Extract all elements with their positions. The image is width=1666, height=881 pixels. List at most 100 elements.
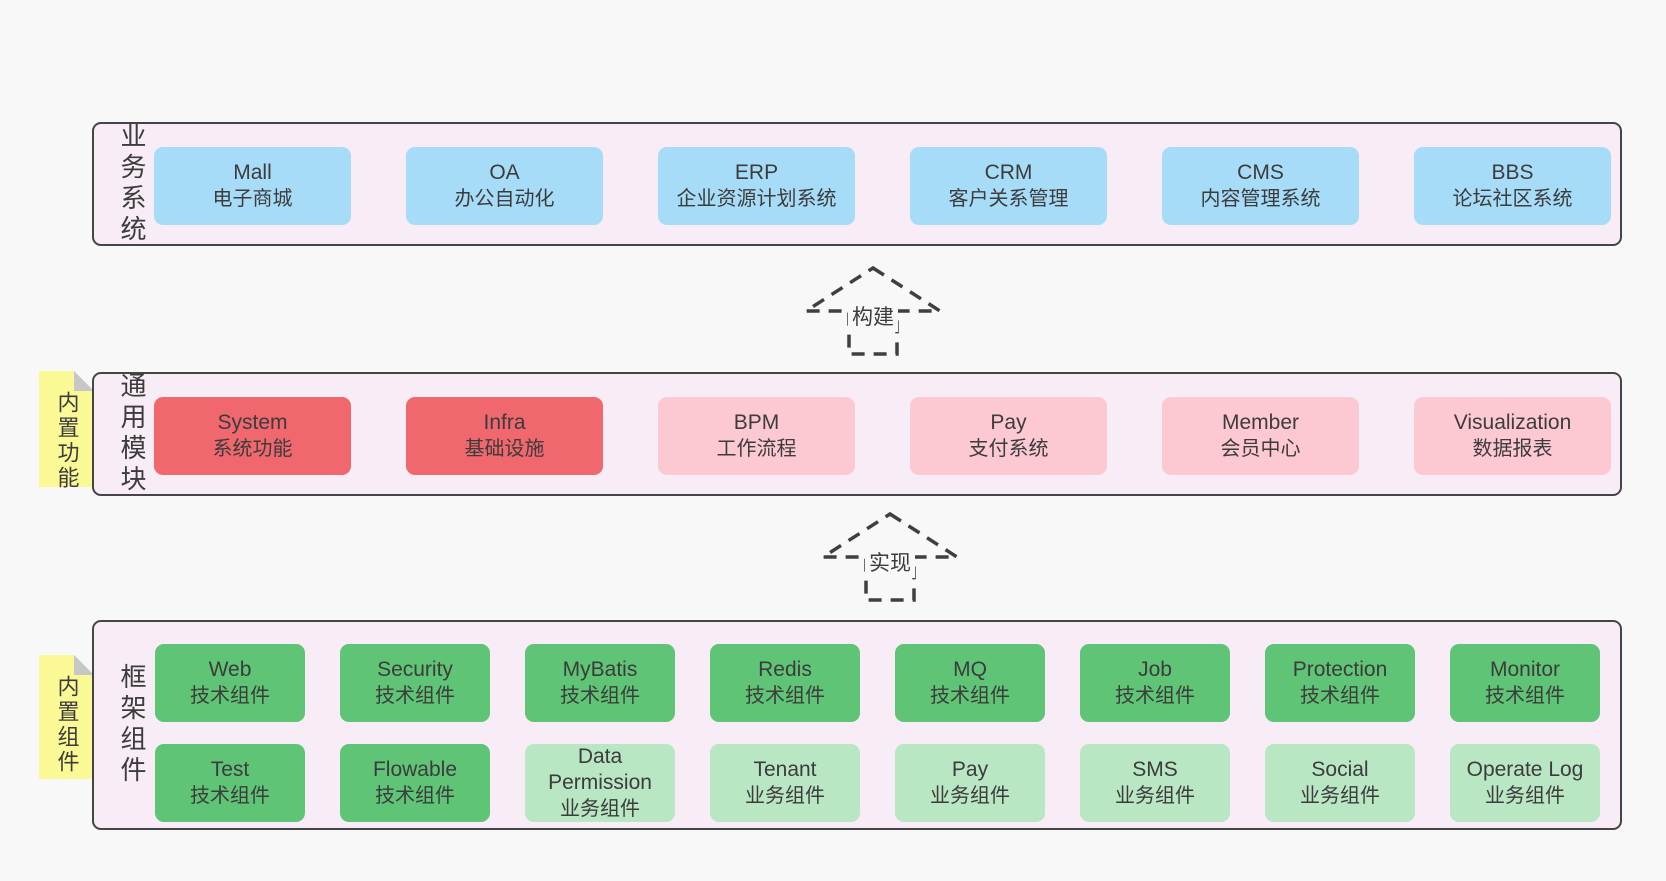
card-crm-desc: 客户关系管理 xyxy=(948,188,1069,210)
card-system-name: System xyxy=(217,411,288,434)
card-data-permission: Data Permission 业务组件 xyxy=(525,744,675,822)
card-test-desc: 技术组件 xyxy=(190,785,270,807)
card-mq-desc: 技术组件 xyxy=(930,685,1010,707)
card-redis-desc: 技术组件 xyxy=(745,685,825,707)
card-redis: Redis 技术组件 xyxy=(710,644,860,722)
card-security-name: Security xyxy=(377,658,453,681)
card-flowable-name: Flowable xyxy=(372,758,458,781)
card-infra-name: Infra xyxy=(483,411,526,434)
card-data-permission-desc: 业务组件 xyxy=(560,798,640,820)
card-bpm-name: BPM xyxy=(733,411,780,434)
arrow-implement: 实现 xyxy=(820,510,960,604)
card-tenant: Tenant 业务组件 xyxy=(710,744,860,822)
card-operate-log-desc: 业务组件 xyxy=(1485,785,1565,807)
card-tenant-name: Tenant xyxy=(753,758,817,781)
card-erp-desc: 企业资源计划系统 xyxy=(676,188,837,210)
card-protection-name: Protection xyxy=(1292,658,1388,681)
card-pay-business-desc: 业务组件 xyxy=(930,785,1010,807)
card-monitor: Monitor 技术组件 xyxy=(1450,644,1600,722)
sticky-tab-built-in-functions-label: 内置功能 xyxy=(54,391,80,491)
card-social: Social 业务组件 xyxy=(1265,744,1415,822)
card-mybatis-desc: 技术组件 xyxy=(560,685,640,707)
card-security: Security 技术组件 xyxy=(340,644,490,722)
card-member: Member 会员中心 xyxy=(1162,397,1359,475)
card-pay: Pay 支付系统 xyxy=(910,397,1107,475)
arrow-build: 构建 xyxy=(803,264,943,358)
card-monitor-name: Monitor xyxy=(1489,658,1561,681)
card-job: Job 技术组件 xyxy=(1080,644,1230,722)
card-social-name: Social xyxy=(1311,758,1369,781)
card-test-name: Test xyxy=(210,758,250,781)
card-bpm-desc: 工作流程 xyxy=(716,438,797,460)
up-arrow-dashed-icon xyxy=(803,265,943,356)
card-flowable-desc: 技术组件 xyxy=(375,785,455,807)
card-visualization-desc: 数据报表 xyxy=(1472,438,1553,460)
arrow-build-label: 构建 xyxy=(848,300,898,332)
card-monitor-desc: 技术组件 xyxy=(1485,685,1565,707)
card-member-name: Member xyxy=(1221,411,1300,434)
card-test: Test 技术组件 xyxy=(155,744,305,822)
card-operate-log: Operate Log 业务组件 xyxy=(1450,744,1600,822)
card-visualization: Visualization 数据报表 xyxy=(1414,397,1611,475)
card-protection: Protection 技术组件 xyxy=(1265,644,1415,722)
card-crm: CRM 客户关系管理 xyxy=(910,147,1107,225)
panel-business-side-label: 业务系统 xyxy=(117,122,147,246)
card-infra-desc: 基础设施 xyxy=(464,438,545,460)
panel-common-modules: 通用模块 System 系统功能 Infra 基础设施 BPM 工作流程 Pay… xyxy=(92,372,1622,496)
card-oa: OA 办公自动化 xyxy=(406,147,603,225)
card-oa-name: OA xyxy=(489,161,520,184)
card-cms: CMS 内容管理系统 xyxy=(1162,147,1359,225)
card-system: System 系统功能 xyxy=(154,397,351,475)
card-mq-name: MQ xyxy=(953,658,987,681)
card-visualization-name: Visualization xyxy=(1453,411,1572,434)
card-erp-name: ERP xyxy=(734,161,779,184)
card-pay-desc: 支付系统 xyxy=(968,438,1049,460)
card-operate-log-name: Operate Log xyxy=(1466,758,1584,781)
card-erp: ERP 企业资源计划系统 xyxy=(658,147,855,225)
card-bbs: BBS 论坛社区系统 xyxy=(1414,147,1611,225)
card-protection-desc: 技术组件 xyxy=(1300,685,1380,707)
card-pay-name: Pay xyxy=(990,411,1027,434)
panel-framework-components: 框架组件 Web 技术组件 Security 技术组件 MyBatis 技术组件… xyxy=(92,620,1622,830)
card-cms-desc: 内容管理系统 xyxy=(1200,188,1321,210)
card-redis-name: Redis xyxy=(758,658,812,681)
card-mall-desc: 电子商城 xyxy=(212,188,293,210)
card-data-permission-name: Data Permission xyxy=(548,745,652,794)
card-system-desc: 系统功能 xyxy=(212,438,293,460)
card-job-desc: 技术组件 xyxy=(1115,685,1195,707)
card-job-name: Job xyxy=(1138,658,1172,681)
card-pay-business-name: Pay xyxy=(951,758,989,781)
card-web-name: Web xyxy=(208,658,252,681)
card-web: Web 技术组件 xyxy=(155,644,305,722)
card-bbs-desc: 论坛社区系统 xyxy=(1452,188,1573,210)
card-flowable: Flowable 技术组件 xyxy=(340,744,490,822)
card-bpm: BPM 工作流程 xyxy=(658,397,855,475)
panel-modules-side-label: 通用模块 xyxy=(117,372,147,496)
panel-framework-side-label: 框架组件 xyxy=(117,663,147,787)
card-mybatis: MyBatis 技术组件 xyxy=(525,644,675,722)
sticky-tab-built-in-components: 内置组件 xyxy=(39,655,94,779)
card-security-desc: 技术组件 xyxy=(375,685,455,707)
card-web-desc: 技术组件 xyxy=(190,685,270,707)
card-oa-desc: 办公自动化 xyxy=(454,188,555,210)
card-member-desc: 会员中心 xyxy=(1220,438,1301,460)
card-mybatis-name: MyBatis xyxy=(562,658,638,681)
card-mq: MQ 技术组件 xyxy=(895,644,1045,722)
card-social-desc: 业务组件 xyxy=(1300,785,1380,807)
card-sms: SMS 业务组件 xyxy=(1080,744,1230,822)
card-pay-business: Pay 业务组件 xyxy=(895,744,1045,822)
card-tenant-desc: 业务组件 xyxy=(745,785,825,807)
card-sms-desc: 业务组件 xyxy=(1115,785,1195,807)
card-mall: Mall 电子商城 xyxy=(154,147,351,225)
arrow-implement-label: 实现 xyxy=(865,546,915,578)
card-bbs-name: BBS xyxy=(1491,161,1534,184)
sticky-tab-built-in-components-label: 内置组件 xyxy=(54,675,80,775)
card-mall-name: Mall xyxy=(233,161,272,184)
card-crm-name: CRM xyxy=(984,161,1033,184)
up-arrow-dashed-icon xyxy=(820,511,960,602)
card-sms-name: SMS xyxy=(1132,758,1178,781)
panel-business-systems: 业务系统 Mall 电子商城 OA 办公自动化 ERP 企业资源计划系统 CRM… xyxy=(92,122,1622,246)
sticky-tab-built-in-functions: 内置功能 xyxy=(39,371,94,491)
card-infra: Infra 基础设施 xyxy=(406,397,603,475)
